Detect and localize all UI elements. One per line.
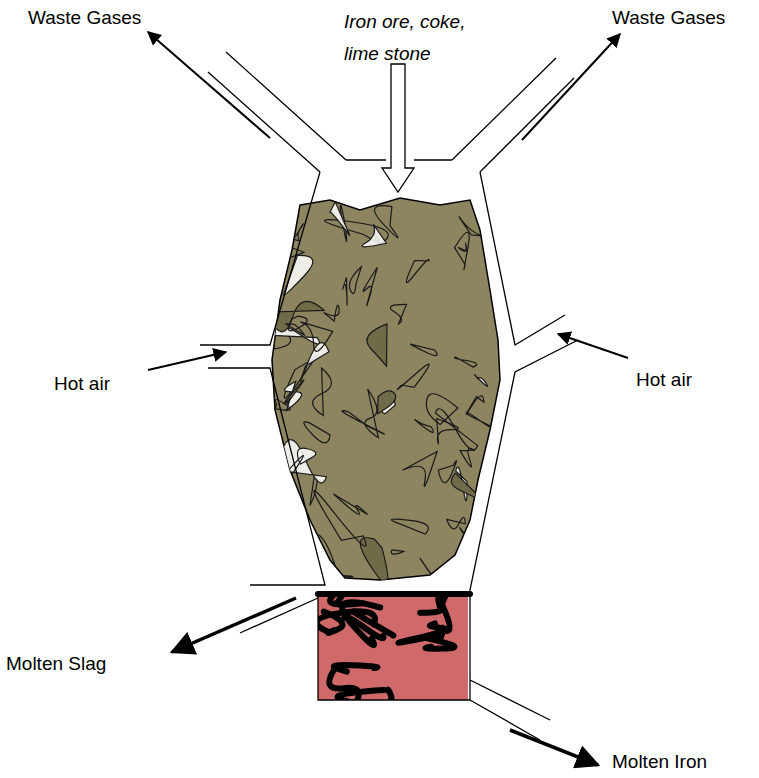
molten-swirl <box>426 638 455 648</box>
charge-lump <box>299 191 339 200</box>
molten-swirl <box>318 611 375 631</box>
charge-lump <box>492 196 522 206</box>
charge-lump <box>415 420 433 433</box>
charge-lump <box>330 202 350 236</box>
charge-lump <box>435 409 477 450</box>
charge-lump <box>313 368 332 416</box>
furnace-wall <box>200 52 578 740</box>
charge-lump <box>466 412 494 429</box>
charge-lump <box>363 267 377 306</box>
slag-label: Molten Slag <box>6 652 106 676</box>
charge-lump <box>367 324 387 366</box>
charge-lump <box>474 374 487 386</box>
gas-label: Waste Gases <box>28 6 141 30</box>
charge-lump <box>496 297 506 314</box>
charge-lump <box>245 502 276 541</box>
charge-lump <box>460 448 474 466</box>
charge-lump <box>378 391 396 414</box>
charge-lump <box>284 380 304 404</box>
charge-lump <box>447 517 465 528</box>
charge-lump <box>406 259 429 282</box>
charge-lump <box>375 206 398 238</box>
charge-lump <box>362 224 386 246</box>
charge-lump <box>349 267 361 294</box>
charge-lump <box>458 243 467 251</box>
charge-lump <box>342 411 384 434</box>
charge-lump <box>243 353 270 386</box>
charge-lump <box>281 248 304 261</box>
charge-lump <box>460 528 487 569</box>
charge-lump <box>455 232 470 269</box>
charge-lump <box>277 440 327 483</box>
charge-lump <box>426 394 458 425</box>
charge-lump <box>459 217 482 236</box>
charge-lump <box>301 322 333 351</box>
charge-lump <box>411 344 438 355</box>
charge-lump <box>283 255 313 295</box>
charge-lump <box>296 571 353 577</box>
charge-lump <box>334 494 368 515</box>
charge-lump <box>466 396 484 415</box>
air-label: Hot air <box>636 368 692 392</box>
charge-lump <box>324 305 339 321</box>
charge-lump <box>391 519 428 534</box>
iron-label: Molten Iron <box>612 750 707 774</box>
charge-lump <box>288 316 307 331</box>
charge-lump <box>343 278 348 306</box>
charge-lump <box>451 473 488 506</box>
air-label: Hot air <box>54 372 110 396</box>
charge-lump <box>265 301 324 331</box>
charge-lump <box>455 357 477 367</box>
gas-label: Waste Gases <box>612 6 725 30</box>
feed-arrow <box>382 64 414 192</box>
molten-swirl <box>338 690 392 700</box>
charge-lump <box>314 490 366 546</box>
flow-arrows <box>148 32 628 765</box>
charge-lump <box>397 364 429 389</box>
furnace-hearth <box>317 587 470 705</box>
molten-swirl <box>334 665 378 672</box>
input-label: Iron ore, coke, lime stone <box>344 6 494 70</box>
charge-lump <box>304 422 330 443</box>
furnace-charge <box>243 191 522 643</box>
charge-lump <box>391 550 404 554</box>
charge-lump <box>390 304 406 324</box>
molten-swirl <box>420 597 445 613</box>
charge-lump <box>402 451 437 486</box>
charge-lump <box>360 538 388 584</box>
